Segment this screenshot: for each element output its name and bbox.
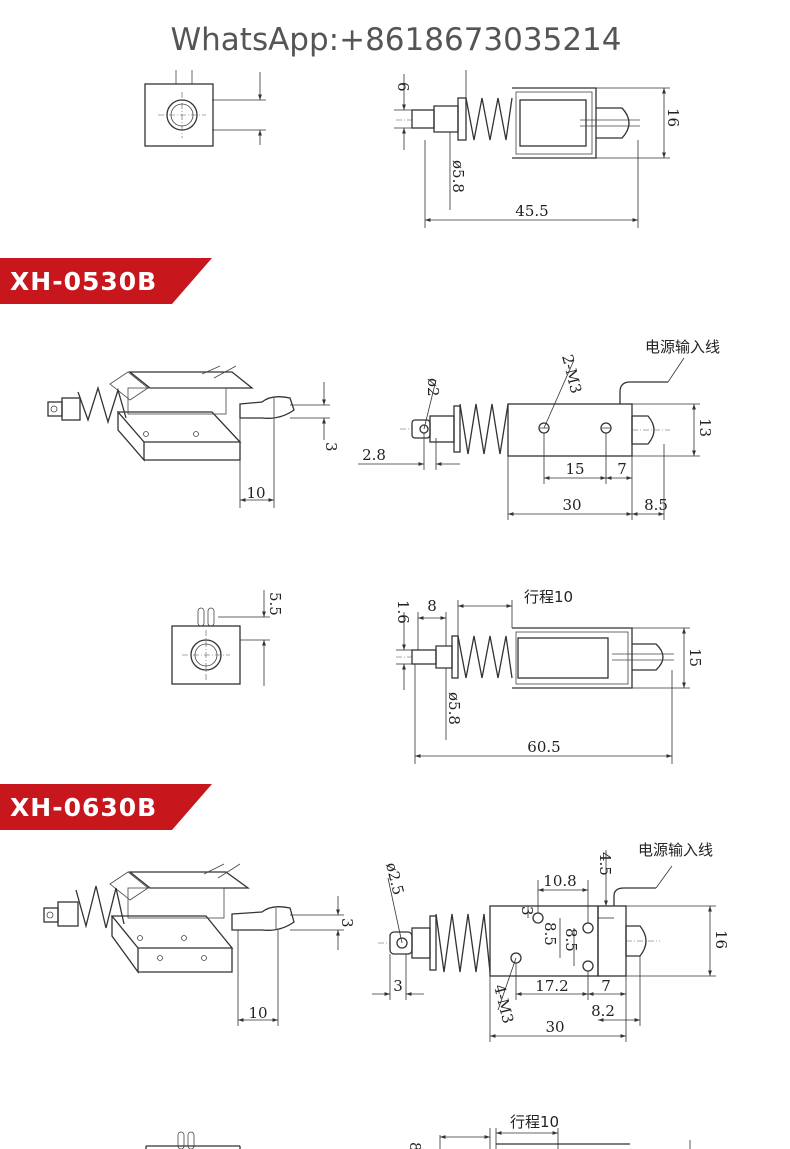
xh-0530b-side-view [396,600,690,764]
model-banner-xh-0630b: XH-0630B [0,784,212,830]
dim-b-2-m3: 2-M3 [558,353,585,396]
dim-c-7: 7 [601,977,611,995]
dim-c-3-tip: 3 [338,918,356,928]
dim-c-3-left: 3 [393,977,403,995]
dim-b-8: 8 [427,597,437,615]
stroke-label-b: 行程10 [524,588,573,606]
power-line-label: 电源输入线 [645,338,720,356]
dim-b-8-5: 8.5 [644,496,668,514]
dim-b-15: 15 [565,460,584,478]
xh-0530b-top-view [358,357,700,520]
xh-0630b-partial-views [145,1128,691,1149]
xh-0630b-perspective-view [43,863,344,1026]
dim-c-10-8: 10.8 [543,872,576,890]
xh-0630b-top-view [372,850,716,1042]
dim-b-2-8: 2.8 [362,446,386,464]
dim-b-dia-5-8: ø5.8 [445,692,463,725]
dim-b-1-6: 1.6 [394,600,412,624]
dim-b-13: 13 [696,418,714,437]
dim-c-4-m3: 4-M3 [490,983,517,1026]
dim-c-8-2: 8.2 [591,1002,615,1020]
top-end-view [144,70,266,147]
xh-0530b-perspective-view [47,365,330,508]
dim-c-16: 16 [712,930,730,949]
dim-c-8-5-right: 8.5 [562,928,580,952]
dim-top-16: 16 [664,108,682,127]
dim-c-3-hole: 3 [518,906,536,916]
dim-c-8-5-left: 8.5 [541,922,559,946]
watermark-text: WhatsApp:+8618673035214 [171,22,622,58]
dim-c-17-2: 17.2 [535,977,568,995]
dim-c-30: 30 [545,1018,564,1036]
dim-c-10: 10 [248,1004,267,1022]
model-title: XH-0530B [10,267,157,296]
dim-b-60-5: 60.5 [527,738,560,756]
dim-c-8: 8 [406,1142,424,1149]
dim-b-7: 7 [617,460,627,478]
dim-top-45-5: 45.5 [515,202,548,220]
model-title: XH-0630B [10,793,157,822]
dim-b-5-5: 5.5 [266,592,284,616]
dim-top-6: 6 [394,82,412,92]
xh-0530b-end-view [171,590,270,686]
dim-b-30: 30 [562,496,581,514]
dim-c-dia-2-5: ø2.5 [382,861,407,897]
dim-b-15-height: 15 [686,648,704,667]
stroke-label-c: 行程10 [510,1113,559,1131]
top-side-view [394,70,670,228]
dim-c-4-5: 4.5 [596,852,614,876]
dim-b-dia-2: ø2 [424,378,442,397]
dim-top-dia-5-8: ø5.8 [449,160,467,193]
model-banner-xh-0530b: XH-0530B [0,258,212,304]
dim-b-10: 10 [246,484,265,502]
dim-b-3: 3 [322,442,340,452]
power-line-label: 电源输入线 [638,841,713,859]
